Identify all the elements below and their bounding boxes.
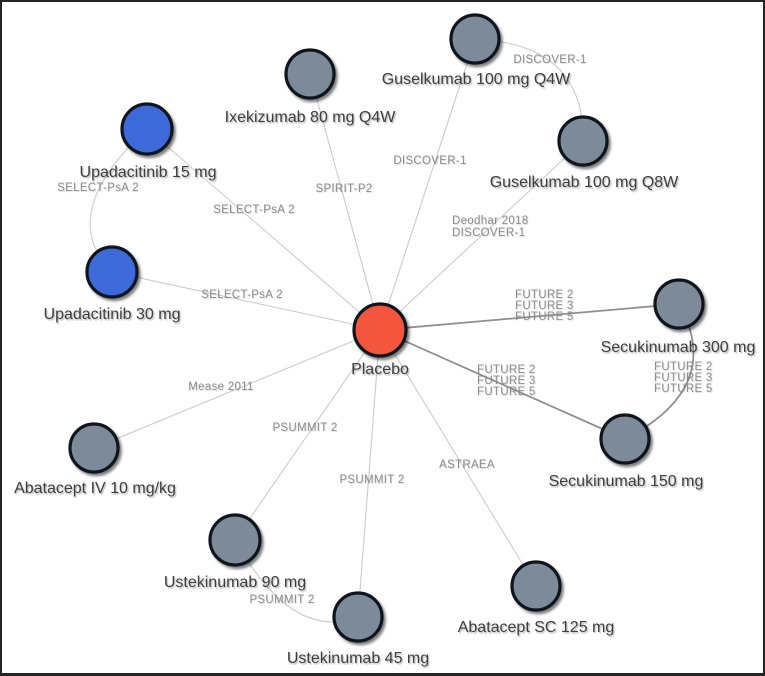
edge-placebo-abatacept_iv xyxy=(93,329,381,449)
node-upadacitinib_30[interactable] xyxy=(85,245,139,299)
edge-label-placebo-abatacept_iv: Mease 2011 xyxy=(188,381,253,393)
node-abatacept_iv[interactable] xyxy=(68,422,120,474)
node-ustekinumab_45[interactable] xyxy=(332,591,384,643)
edge-placebo-ustekinumab_45 xyxy=(357,329,381,618)
node-ustekinumab_90[interactable] xyxy=(208,513,262,567)
edge-placebo-ixekizumab_80_q4w xyxy=(309,73,381,331)
node-label-ustekinumab_90: Ustekinumab 90 mg xyxy=(164,574,306,591)
edge-placebo-abatacept_sc xyxy=(379,329,537,587)
node-secukinumab_300[interactable] xyxy=(653,278,705,330)
edge-placebo-upadacitinib_30 xyxy=(111,271,381,331)
node-label-guselkumab_q4w: Guselkumab 100 mg Q4W xyxy=(382,71,571,88)
edge-label-placebo-upadacitinib_15: SELECT-PsA 2 xyxy=(213,204,295,216)
node-labels-layer: Placebo Guselkumab 100 mg Q4W Guselkumab 1… xyxy=(14,71,755,667)
edge-label-placebo-upadacitinib_30: SELECT-PsA 2 xyxy=(201,289,283,301)
edge-placebo-guselkumab_q8w xyxy=(379,140,584,331)
node-ixekizumab_80_q4w[interactable] xyxy=(284,48,336,100)
edge-label-ustekinumab_90-ustekinumab_45: PSUMMIT 2 xyxy=(249,594,314,606)
node-placebo[interactable] xyxy=(352,302,408,358)
node-guselkumab_q4w[interactable] xyxy=(449,13,501,65)
node-label-ixekizumab_80_q4w: Ixekizumab 80 mg Q4W xyxy=(225,109,397,126)
edge-label-placebo-ixekizumab_80_q4w: SPIRIT-P2 xyxy=(315,183,372,195)
node-label-ustekinumab_45: Ustekinumab 45 mg xyxy=(287,650,429,667)
edge-label-placebo-ustekinumab_90: PSUMMIT 2 xyxy=(272,422,337,434)
edge-label-upadacitinib_15-upadacitinib_30: SELECT-PsA 2 xyxy=(57,182,139,194)
edge-label-placebo-guselkumab_q4w: DISCOVER-1 xyxy=(393,155,466,167)
node-label-secukinumab_150: Secukinumab 150 mg xyxy=(549,473,704,490)
edge-label-placebo-abatacept_sc: ASTRAEA xyxy=(439,459,495,471)
nodes-layer xyxy=(68,13,705,643)
node-label-upadacitinib_30: Upadacitinib 30 mg xyxy=(44,306,181,323)
node-abatacept_sc[interactable] xyxy=(510,560,562,612)
edge-placebo-secukinumab_150 xyxy=(379,329,626,440)
edge-placebo-ustekinumab_90 xyxy=(234,329,381,541)
node-label-abatacept_iv: Abatacept IV 10 mg/kg xyxy=(14,480,176,497)
node-label-upadacitinib_15: Upadacitinib 15 mg xyxy=(80,164,217,181)
node-upadacitinib_15[interactable] xyxy=(120,102,174,156)
edge-placebo-upadacitinib_15 xyxy=(146,128,381,331)
node-guselkumab_q8w[interactable] xyxy=(557,115,609,167)
node-label-placebo: Placebo xyxy=(351,361,409,378)
node-label-secukinumab_300: Secukinumab 300 mg xyxy=(601,339,756,356)
node-label-abatacept_sc: Abatacept SC 125 mg xyxy=(458,619,615,636)
node-label-guselkumab_q8w: Guselkumab 100 mg Q8W xyxy=(490,174,679,191)
edge-placebo-guselkumab_q4w xyxy=(379,38,476,331)
node-secukinumab_150[interactable] xyxy=(599,413,651,465)
edge-label-placebo-ustekinumab_45: PSUMMIT 2 xyxy=(339,474,404,486)
edge-placebo-secukinumab_300 xyxy=(379,303,680,331)
edge-label-guselkumab_q4w-guselkumab_q8w: DISCOVER-1 xyxy=(513,54,586,66)
